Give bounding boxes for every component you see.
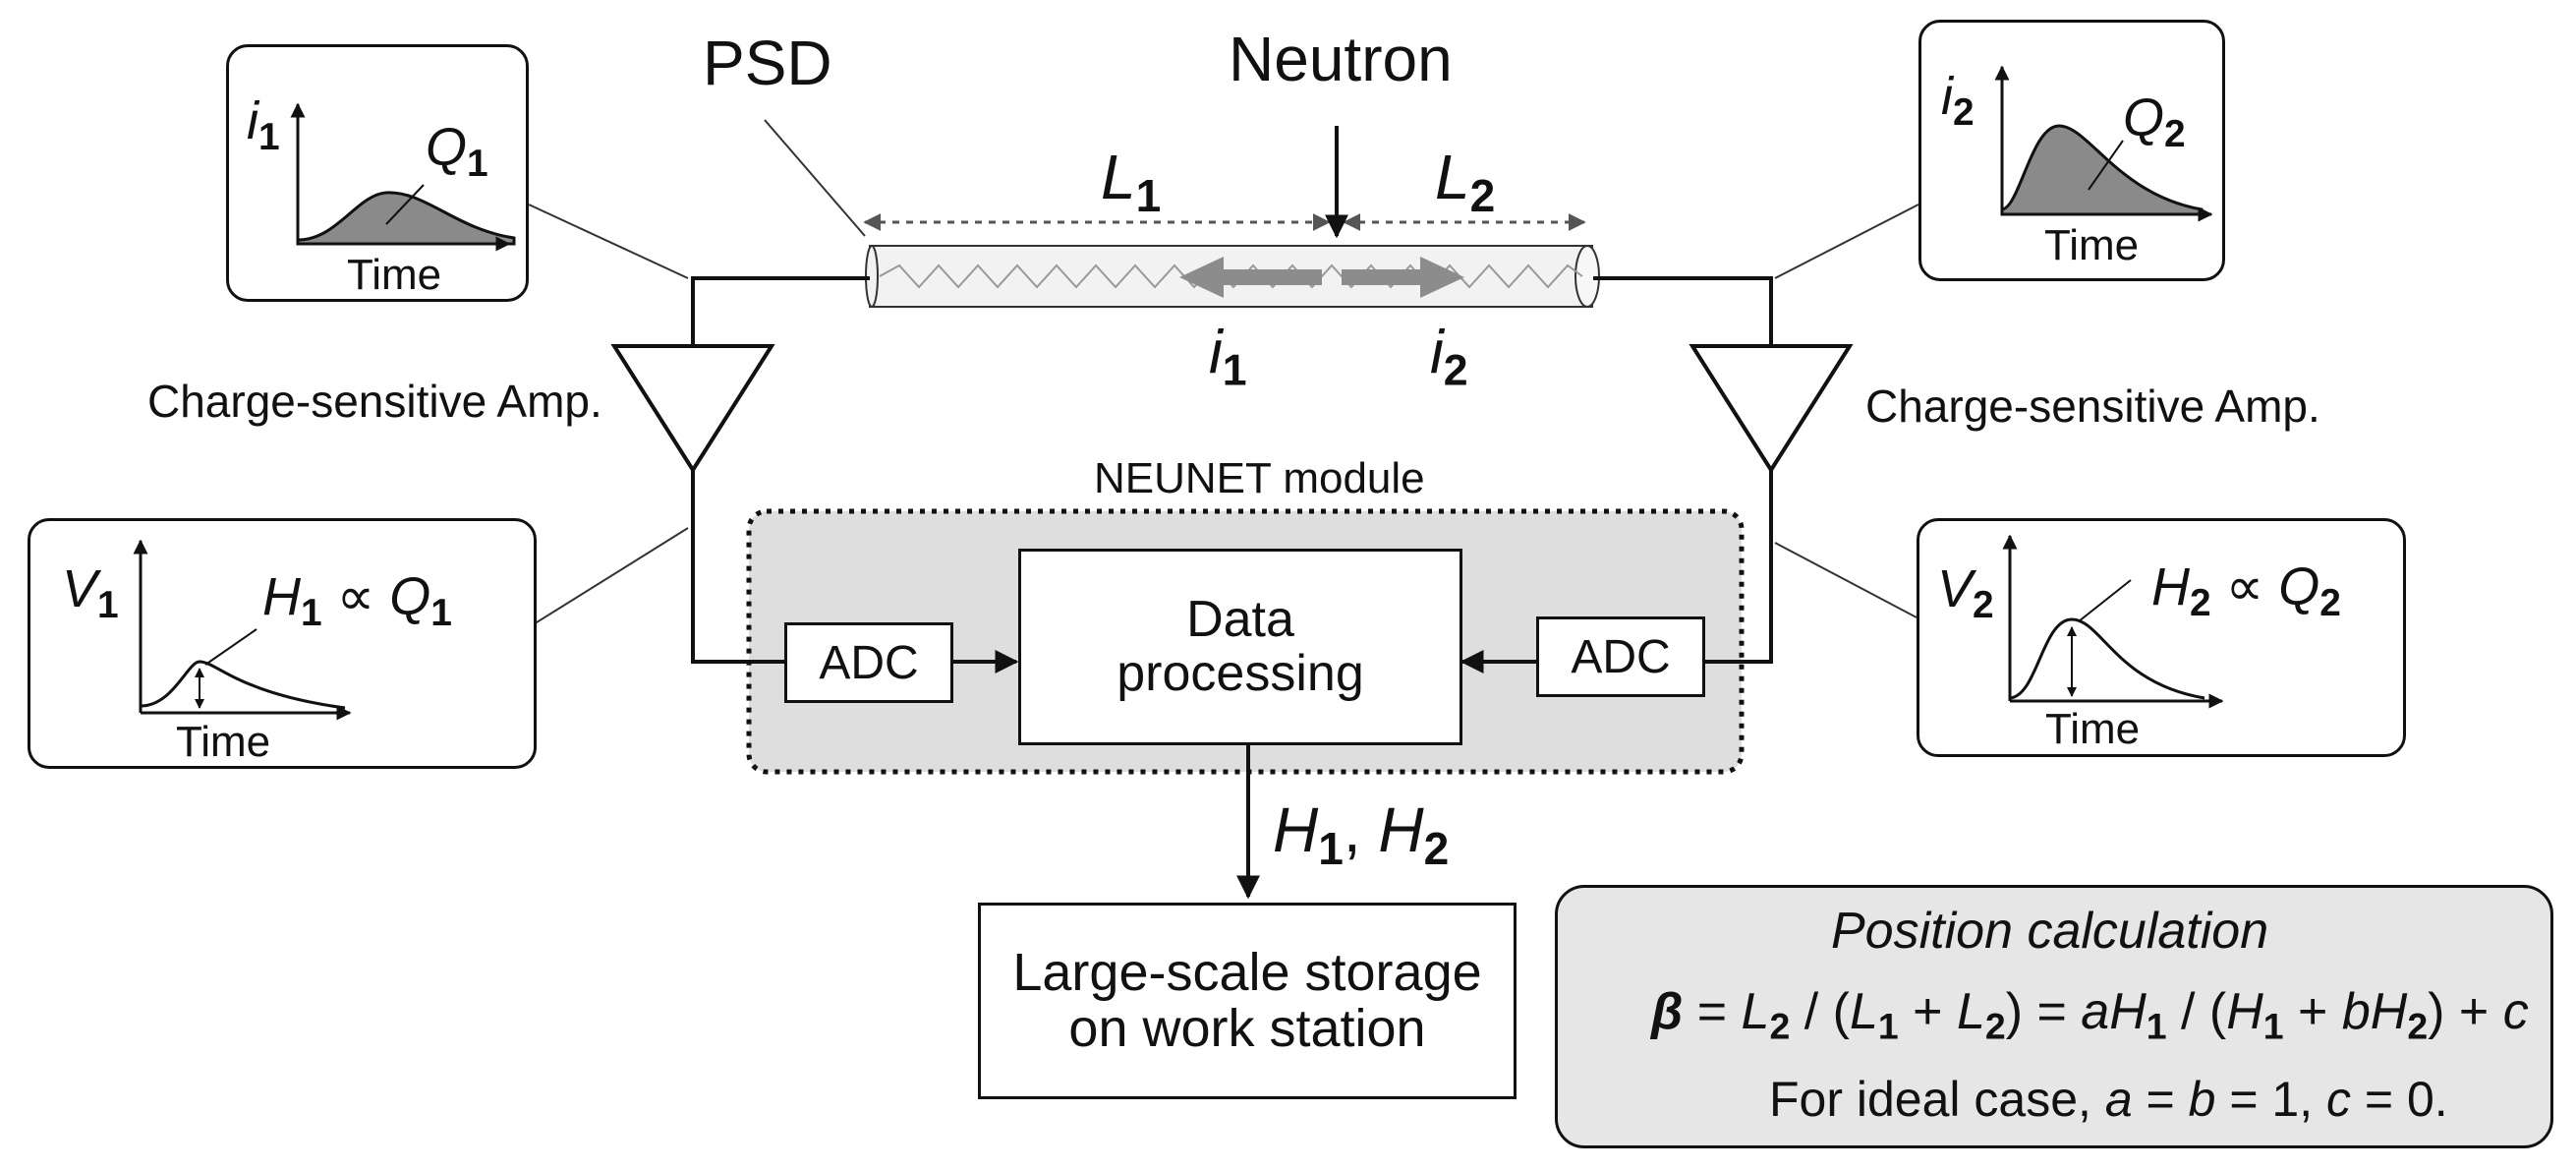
- position-calculation-box: Position calculation β = L2 / (L1 + L2) …: [1555, 885, 2553, 1148]
- voltage-pulse-curve-right: [2009, 617, 2205, 700]
- graph-xlabel: Time: [347, 251, 442, 299]
- ideal-case-note: For ideal case, a = b = 1, c = 0.: [1769, 1072, 2448, 1127]
- graph-area-label: Q2: [2123, 88, 2186, 155]
- psd-label: PSD: [703, 28, 832, 98]
- current-pulse-area-left: [296, 191, 516, 246]
- graph-ylabel: i1: [247, 91, 280, 158]
- adc-box-left: ADC: [784, 622, 953, 703]
- i2-label: i2: [1430, 319, 1468, 395]
- storage-box: Large-scale storage on work station: [978, 903, 1517, 1099]
- pulse-height-relation: H1 ∝ Q1: [262, 567, 452, 634]
- graph-xlabel: Time: [2045, 705, 2141, 753]
- charge-arrow-right: [1342, 257, 1464, 298]
- right-amplifier: [1689, 344, 1854, 474]
- position-formula: β = L2 / (L1 + L2) = aH1 / (H1 + bH2) + …: [1651, 983, 2529, 1047]
- right-signal-wire: [1593, 276, 1773, 346]
- left-signal-wire: [691, 276, 870, 346]
- current-pulse-graph-left: i1 Q1 Time: [226, 44, 529, 302]
- psd-tube: [865, 245, 1600, 308]
- amp-label-right: Charge-sensitive Amp.: [1865, 381, 2320, 432]
- voltage-pulse-graph-right: V2 H2 ∝ Q2 Time: [1917, 518, 2406, 757]
- pulse-height-relation: H2 ∝ Q2: [2151, 557, 2341, 624]
- graph-ylabel: i2: [1941, 67, 1975, 134]
- voltage-pulse-curve-left: [140, 660, 346, 710]
- charge-arrow-left: [1179, 257, 1322, 298]
- left-amplifier: [610, 344, 775, 474]
- data-processing-box: Data processing: [1018, 549, 1462, 745]
- output-values-label: H1, H2: [1273, 794, 1450, 874]
- neutron-label: Neutron: [1229, 24, 1453, 94]
- graph-xlabel: Time: [2044, 221, 2140, 269]
- voltage-pulse-graph-left: V1 H1 ∝ Q1 Time: [28, 518, 537, 769]
- amp-label-left: Charge-sensitive Amp.: [147, 376, 602, 427]
- graph-area-label: Q1: [426, 118, 488, 185]
- adc-box-right: ADC: [1536, 616, 1705, 697]
- l1-label: L1: [1101, 142, 1162, 221]
- graph-xlabel: Time: [176, 718, 271, 766]
- position-calculation-title: Position calculation: [1831, 903, 2269, 960]
- l2-label: L2: [1435, 142, 1496, 221]
- i1-label: i1: [1209, 319, 1247, 395]
- graph-ylabel: V2: [1937, 559, 1994, 626]
- graph-ylabel: V1: [62, 559, 119, 626]
- neunet-module-label: NEUNET module: [1094, 454, 1425, 502]
- current-pulse-graph-right: i2 Q2 Time: [1918, 20, 2225, 281]
